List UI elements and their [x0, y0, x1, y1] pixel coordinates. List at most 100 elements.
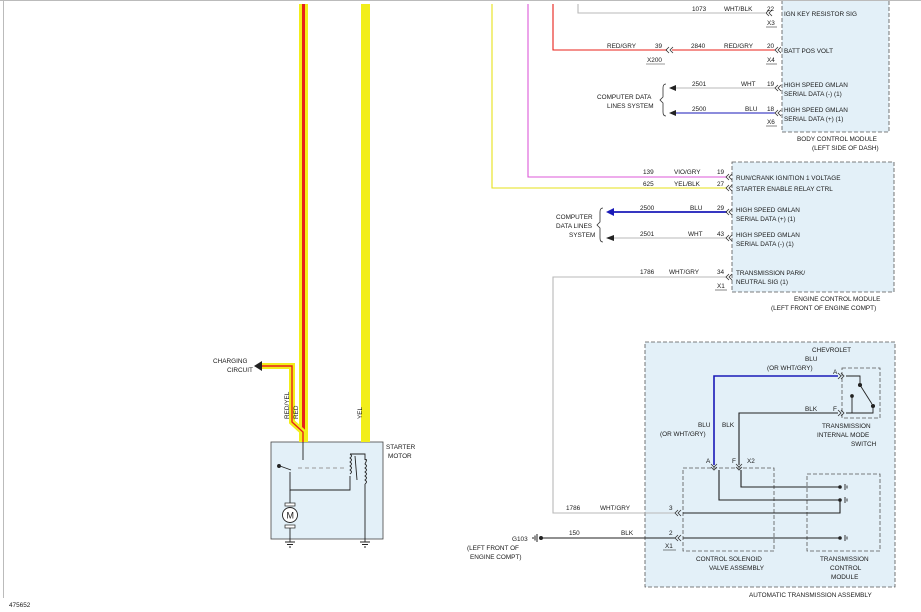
internal-mode-switch-contacts [846, 375, 876, 414]
bcm-row3-color: WHT [741, 81, 756, 88]
trans-or-label: (OR WHT/GRY) [660, 431, 706, 438]
wire-yel [361, 4, 370, 442]
wire-label-yel: YEL [357, 406, 364, 419]
ecm-data-bracket [596, 207, 604, 243]
charging-arrow [254, 361, 262, 371]
bcm-row1-connector: X3 [767, 20, 775, 27]
wire-f-tcm [740, 470, 840, 488]
bcm-row1-label: IGN KEY RESISTOR SIG [784, 11, 857, 18]
trans-blk-label: BLK [722, 422, 735, 429]
ecm-data-system-1: COMPUTER [556, 214, 593, 221]
tcm-name-3: MODULE [831, 574, 858, 581]
bcm-row3-label2: SERIAL DATA (-) (1) [784, 91, 842, 98]
bcm-data-bracket [659, 83, 667, 117]
connector-underlines [646, 26, 777, 551]
ecm-row5-label2: NEUTRAL SIG (1) [736, 279, 788, 286]
ecm-row1-label: RUN/CRANK IGNITION 1 VOLTAGE [736, 175, 841, 182]
figure-id: 475652 [9, 602, 31, 609]
trans-row3-circuit: 1786 [566, 505, 581, 512]
bcm-row2-color: RED/GRY [724, 43, 754, 50]
ecm-row2-circuit: 625 [643, 181, 654, 188]
motor-m-label: M [287, 511, 295, 521]
bcm-data-system-2: LINES SYSTEM [607, 103, 654, 110]
trans-blu-label: BLU [698, 422, 711, 429]
connector-chevrons [665, 9, 845, 542]
switch-name-1: TRANSMISSION [822, 423, 871, 430]
ecm-row1-color: VIO/GRY [674, 169, 701, 176]
bcm-row1-color: WHT/BLK [724, 6, 753, 13]
ecm-row4-pin: 43 [717, 231, 725, 238]
ecm-row2-color: YEL/BLK [674, 181, 701, 188]
ground-label: G103 [512, 536, 528, 543]
csv-pin-f: F [732, 458, 736, 465]
bcm-row4-pin: 18 [767, 106, 775, 113]
arrow-2500-ecm [606, 208, 614, 216]
trans-row3-pin: 3 [669, 505, 673, 512]
ground-loc-1: (LEFT FRONT OF [467, 545, 519, 552]
charging-label-1: CHARGING [213, 358, 247, 365]
switch-pin-f: F [833, 406, 837, 413]
starter-internals [277, 442, 367, 537]
motor-symbol [282, 502, 298, 529]
bcm-row3-label1: HIGH SPEED GMLAN [784, 82, 848, 89]
ecm-row1-pin: 19 [717, 169, 725, 176]
tcm-name-1: TRANSMISSION [820, 556, 869, 563]
ecm-row3-color: BLU [690, 205, 703, 212]
ground-g103-symbol [532, 534, 538, 542]
wire-blk-switch [738, 412, 838, 465]
trans-row2-circuit: 150 [569, 530, 580, 537]
ecm-row5-label1: TRANSMISSION PARK/ [736, 270, 805, 277]
ecm-name-2: (LEFT FRONT OF ENGINE COMPT) [771, 305, 876, 312]
starter-grounds [285, 537, 370, 548]
starter-label-2: MOTOR [388, 453, 412, 460]
control-solenoid-box [682, 467, 775, 552]
wire-1786-ecm [552, 276, 727, 514]
ecm-row2-pin: 27 [717, 181, 725, 188]
bcm-inline-connector: X200 [647, 57, 662, 64]
bcm-name-1: BODY CONTROL MODULE [797, 136, 877, 143]
wire-red [302, 4, 305, 442]
arrow-2500-bcm [669, 110, 676, 116]
wire-label-red: RED [293, 405, 300, 419]
starter-motor-box [270, 441, 384, 540]
ecm-row4-label1: HIGH SPEED GMLAN [736, 232, 800, 239]
bcm-row1-pin: 22 [767, 6, 775, 13]
switch-name-2: INTERNAL MODE [817, 432, 869, 439]
ecm-row4-circuit: 2501 [640, 231, 655, 238]
tcm-terminals [838, 484, 848, 541]
csv-name-1: CONTROL SOLENOID [696, 556, 762, 563]
ecm-data-system-2: DATA LINES [556, 223, 592, 230]
wire-label-redyel: RED/YEL [284, 391, 291, 419]
bcm-row1-circuit: 1073 [692, 6, 707, 13]
bcm-row4-label1: HIGH SPEED GMLAN [784, 107, 848, 114]
bcm-row2-circuit: 2840 [691, 43, 706, 50]
bcm-box [781, 0, 890, 133]
wire-charging-core [262, 365, 304, 442]
wire-2840-red [552, 4, 667, 51]
ecm-name-1: ENGINE CONTROL MODULE [794, 296, 880, 303]
starter-label-1: STARTER [386, 444, 416, 451]
wire-1073 [577, 4, 765, 14]
ecm-row5-pin: 34 [717, 269, 725, 276]
ecm-data-system-3: SYSTEM [569, 232, 595, 239]
bcm-row4-connector: X6 [767, 119, 775, 126]
wire-charging [262, 363, 306, 442]
ecm-row5-color: WHT/GRY [669, 269, 700, 276]
bcm-name-2: (LEFT SIDE OF DASH) [812, 145, 879, 152]
switch-name-3: SWITCH [851, 441, 877, 448]
ecm-row3-circuit: 2500 [640, 205, 655, 212]
ecm-row3-pin: 29 [717, 205, 725, 212]
ecm-box [731, 161, 895, 293]
wire-blu-switch [713, 375, 838, 465]
ecm-row2-label: STARTER ENABLE RELAY CTRL [736, 186, 833, 193]
ecm-row3-label2: SERIAL DATA (+) (1) [736, 216, 795, 223]
bcm-row4-circuit: 2500 [692, 106, 707, 113]
wire-625-yellow [491, 4, 727, 189]
brand-label: CHEVROLET [812, 347, 851, 354]
bcm-inline-color: RED/GRY [607, 43, 637, 50]
bcm-row2-pin: 20 [767, 43, 775, 50]
ecm-row5-circuit: 1786 [640, 269, 655, 276]
bcm-row3-circuit: 2501 [692, 81, 707, 88]
bcm-inline-pin: 39 [655, 43, 663, 50]
